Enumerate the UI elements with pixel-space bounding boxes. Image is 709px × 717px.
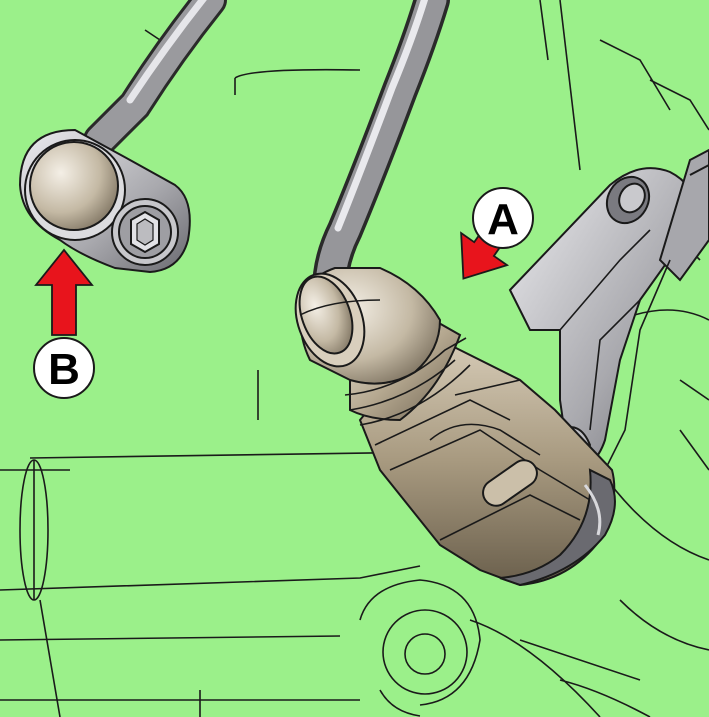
flange-bolt [111, 198, 179, 266]
callout-b-label: B [48, 345, 80, 394]
callout-a-label: A [487, 195, 519, 244]
sensor-b [18, 128, 191, 274]
callout-b: B [33, 337, 95, 399]
pipe-b [83, 0, 227, 157]
pipe-a [312, 0, 450, 308]
bolt-boss [359, 579, 481, 717]
sensor-a [294, 267, 616, 587]
arrow-pointer-icon [34, 248, 94, 336]
callout-a: A [472, 187, 534, 249]
